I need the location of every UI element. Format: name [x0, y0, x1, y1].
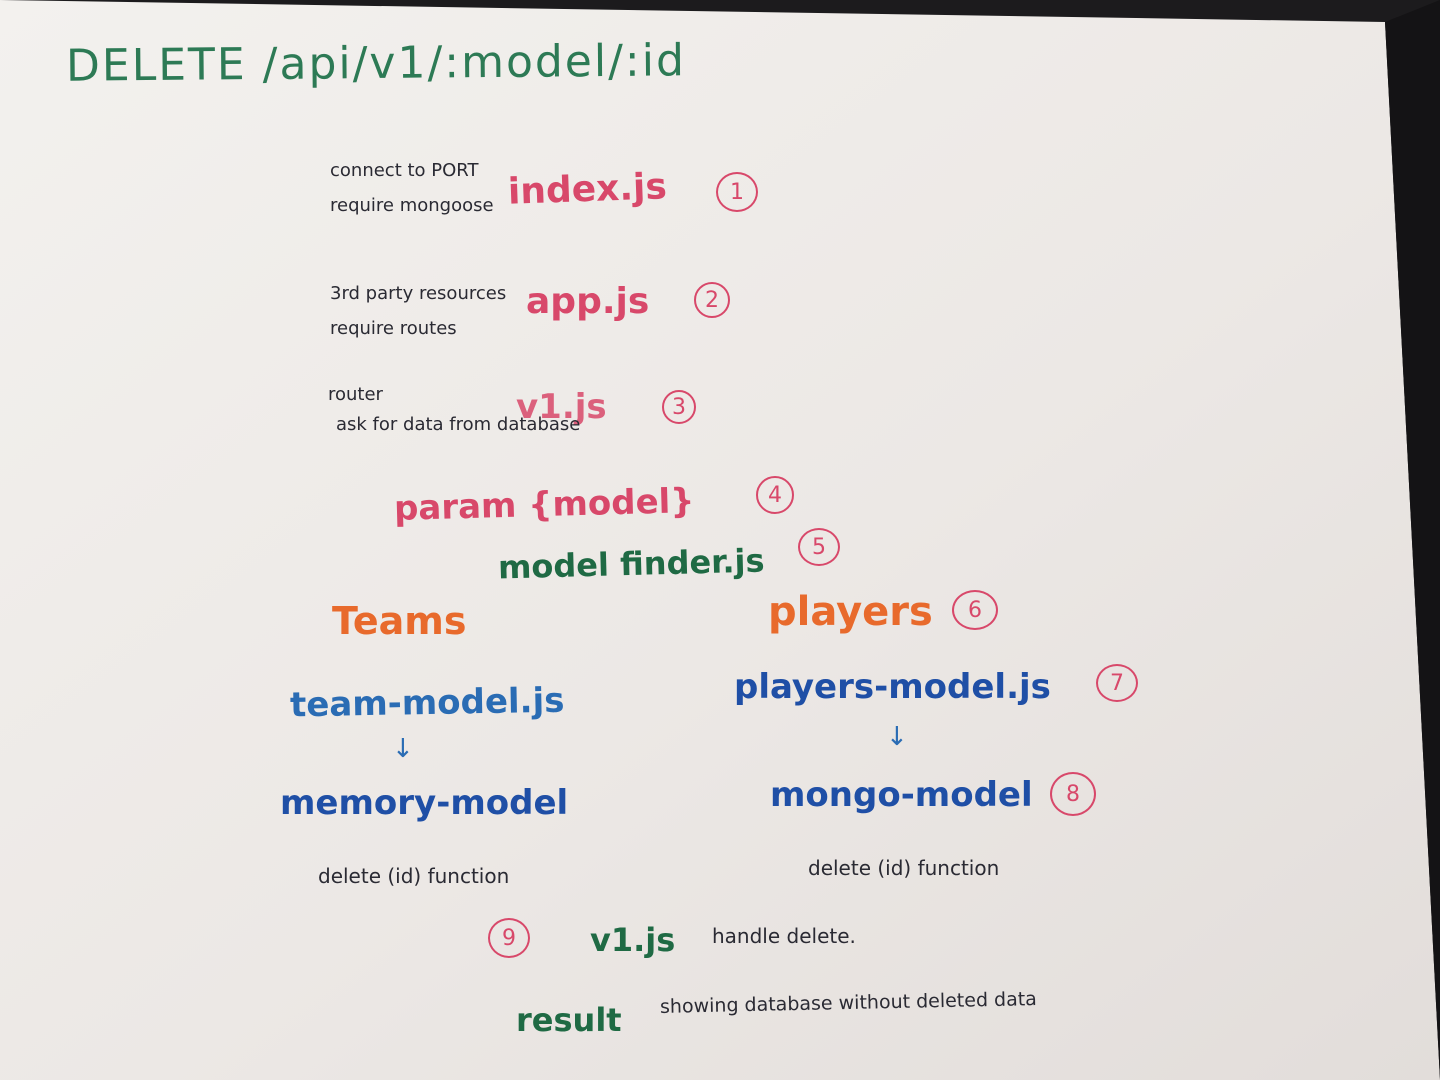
- step3-note-1: router: [328, 384, 383, 405]
- memory-model-label: memory-model: [280, 783, 569, 823]
- left-down-arrow-icon: ↓: [392, 734, 414, 764]
- step2-file: app.js: [526, 281, 650, 322]
- left-delete-function: delete (id) function: [318, 864, 510, 888]
- mongo-model-label: mongo-model: [770, 775, 1033, 815]
- step6-number-badge: 6: [952, 590, 998, 630]
- result-label: result: [516, 1001, 622, 1039]
- step1-note-1: connect to PORT: [330, 160, 479, 181]
- step7-number-badge: 7: [1096, 664, 1138, 702]
- step2-number-badge: 2: [694, 282, 730, 318]
- step1-file: index.js: [507, 166, 668, 213]
- step2-note-1: 3rd party resources: [330, 283, 507, 304]
- step8-number-badge: 8: [1050, 772, 1096, 816]
- team-model-file: team-model.js: [289, 680, 565, 726]
- right-delete-function: delete (id) function: [808, 856, 1000, 880]
- step5-model-finder: model finder.js: [497, 541, 765, 587]
- step3-file: v1.js: [516, 387, 607, 427]
- step1-note-2: require mongoose: [330, 195, 494, 216]
- step9-file: v1.js: [590, 921, 676, 959]
- right-down-arrow-icon: ↓: [886, 722, 908, 752]
- step3-number-badge: 3: [662, 390, 696, 424]
- step3-note-2: ask for data from database: [336, 414, 581, 435]
- step5-number-badge: 5: [798, 528, 840, 566]
- page-title: DELETE /api/v1/:model/:id: [65, 35, 687, 92]
- step1-number-badge: 1: [716, 172, 758, 212]
- step9-note: handle delete.: [712, 924, 856, 948]
- players-heading: players: [768, 589, 933, 635]
- step9-number-badge: 9: [488, 918, 530, 958]
- step2-note-2: require routes: [330, 318, 457, 339]
- step4-param-model: param {model}: [393, 481, 695, 529]
- step4-number-badge: 4: [756, 476, 794, 514]
- players-model-file: players-model.js: [734, 667, 1051, 707]
- teams-heading: Teams: [332, 599, 467, 643]
